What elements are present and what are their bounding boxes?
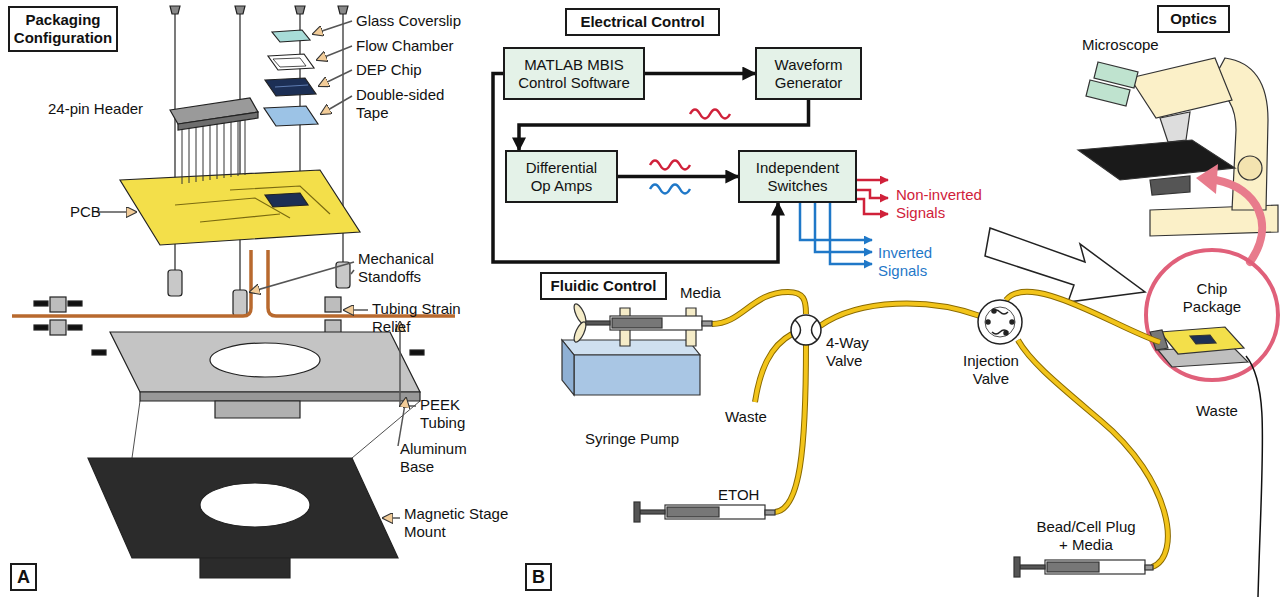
part-label: 24-pin Header (48, 100, 143, 118)
part-label: Chip Package (1176, 280, 1248, 316)
part-label: PEEK Tubing (420, 396, 475, 432)
box-text: Waveform Generator (764, 56, 853, 92)
part-label: Aluminum Base (400, 440, 480, 476)
hollow-arrow (985, 228, 1145, 302)
syringe (1014, 557, 1153, 577)
box-text: Packaging Configuration (14, 11, 112, 47)
signal-connector (519, 100, 809, 150)
box-text: Fluidic Control (551, 277, 657, 295)
signal-connector (618, 175, 738, 179)
part-label: Microscope (1082, 36, 1159, 54)
heading-box: Fluidic Control (540, 272, 667, 300)
heading-box: Packaging Configuration (8, 6, 118, 52)
part-label: Bead/Cell Plug + Media (1030, 518, 1142, 554)
waste-line (1246, 356, 1263, 597)
chip-package-inset (1146, 250, 1278, 380)
heading-box: Electrical Control (565, 8, 720, 36)
part-label: Flow Chamber (356, 37, 454, 55)
part-label: Double-sided Tape (356, 86, 456, 122)
signal-connector (493, 74, 778, 263)
box-text: Independent Switches (747, 159, 848, 195)
process-box: Independent Switches (738, 150, 857, 203)
signal-connector (645, 72, 755, 76)
part-label: Non-inverted Signals (896, 186, 991, 222)
panel-letter: A (10, 563, 37, 591)
injection-valve (978, 300, 1022, 344)
part-label: Mechanical Standoffs (358, 250, 453, 286)
part-label: Waste (725, 408, 767, 426)
view-arrow (1196, 164, 1262, 262)
part-label: Waste (1196, 402, 1238, 420)
exploded-assembly (12, 6, 455, 578)
part-label: Injection Valve (955, 352, 1027, 388)
waveforms (650, 110, 730, 194)
box-text: Optics (1170, 10, 1217, 28)
part-label: Tubing Strain Relief (372, 300, 477, 336)
panel-letter: B (525, 563, 552, 591)
part-label: DEP Chip (356, 61, 422, 79)
box-text: B (532, 568, 545, 586)
part-label: Syringe Pump (585, 430, 679, 448)
heading-box: Optics (1157, 5, 1230, 33)
microscope (1078, 58, 1278, 236)
tubing (712, 292, 1168, 567)
box-text: MATLAB MBIS Control Software (512, 56, 636, 92)
part-label: Glass Coverslip (356, 12, 461, 30)
box-text: A (17, 568, 30, 586)
box-text: Differential Op Amps (514, 159, 609, 195)
part-label: PCB (70, 203, 101, 221)
syringe-pump (562, 302, 712, 395)
process-box: Waveform Generator (755, 47, 862, 100)
part-label: Inverted Signals (878, 244, 953, 280)
part-label: ETOH (718, 486, 759, 504)
part-label: Media (680, 284, 721, 302)
syringe (634, 502, 775, 522)
box-text: Electrical Control (580, 13, 704, 31)
process-box: Differential Op Amps (505, 150, 618, 203)
part-label: Magnetic Stage Mount (404, 505, 516, 541)
part-label: 4-Way Valve (826, 334, 878, 370)
process-box: MATLAB MBIS Control Software (503, 47, 645, 100)
four-way-valve (791, 315, 821, 345)
